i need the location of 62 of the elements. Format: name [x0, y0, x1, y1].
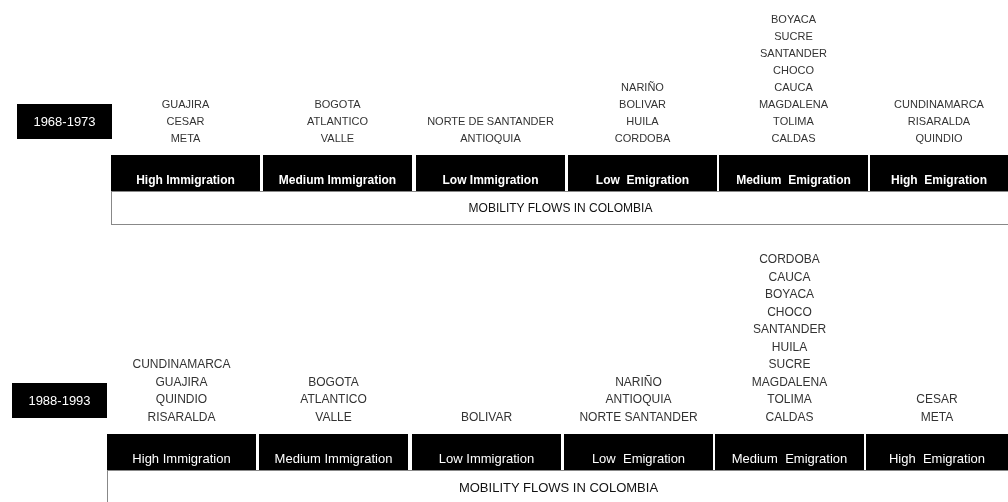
department-name: META	[170, 131, 201, 146]
department-name: NARIÑO	[615, 373, 662, 391]
department-name: SUCRE	[768, 356, 811, 373]
department-name: VALLE	[320, 131, 355, 146]
department-name: BOYACA	[764, 286, 815, 303]
category-bar: High Emigration	[866, 434, 1008, 470]
department-name: CUNDINAMARCA	[132, 356, 231, 373]
category-bar: Low Emigration	[568, 155, 717, 191]
department-name: MAGDALENA	[751, 373, 828, 391]
department-name: SANTANDER	[752, 321, 827, 338]
department-name: TOLIMA	[767, 391, 812, 408]
department-name: CALDAS	[765, 408, 814, 426]
title-band: MOBILITY FLOWS IN COLOMBIA	[107, 470, 1008, 502]
department-name: CORDOBA	[614, 131, 671, 146]
department-name: SANTANDER	[760, 46, 827, 61]
category-bar: Medium Emigration	[715, 434, 864, 470]
year-label-box: 1988-1993	[12, 383, 107, 418]
department-name: CAUCA	[768, 268, 811, 286]
category-bar: Medium Emigration	[719, 155, 868, 191]
department-name: QUINDIO	[155, 391, 208, 408]
category-bar: Low Immigration	[416, 155, 565, 191]
category-bar: Medium Immigration	[259, 434, 408, 470]
department-name: CHOCO	[773, 63, 814, 78]
department-name: CALDAS	[771, 131, 816, 146]
department-name: CESAR	[166, 114, 205, 129]
department-name: RISARALDA	[907, 114, 971, 129]
category-bar: High Emigration	[870, 155, 1008, 191]
department-name: VALLE	[315, 408, 352, 426]
department-name: NORTE SANTANDER	[579, 408, 698, 426]
year-label-box: 1968-1973	[17, 104, 112, 139]
title-band: MOBILITY FLOWS IN COLOMBIA	[111, 191, 1008, 225]
department-name: BOYACA	[771, 12, 816, 27]
department-name: ANTIOQUIA	[605, 391, 672, 408]
department-name: CUNDINAMARCA	[894, 97, 984, 112]
category-bar: Low Emigration	[564, 434, 713, 470]
department-name: RISARALDA	[147, 408, 216, 426]
department-name: CHOCO	[767, 303, 812, 321]
category-bar: Low Immigration	[412, 434, 561, 470]
department-name: ANTIOQUIA	[460, 131, 521, 146]
department-name: META	[920, 408, 954, 426]
department-name: ATLANTICO	[307, 114, 368, 129]
department-name: NORTE DE SANTANDER	[427, 114, 554, 129]
department-name: GUAJIRA	[155, 373, 208, 391]
department-name: HUILA	[626, 114, 659, 129]
department-name: NARIÑO	[621, 80, 664, 95]
department-name: CAUCA	[774, 80, 813, 95]
category-bar: High Immigration	[107, 434, 256, 470]
department-name: TOLIMA	[773, 114, 814, 129]
department-name: BOLIVAR	[619, 97, 666, 112]
department-name: CESAR	[916, 391, 958, 408]
department-name: BOGOTA	[308, 373, 359, 391]
department-name: CORDOBA	[759, 251, 820, 268]
department-name: BOLIVAR	[460, 408, 513, 426]
department-name: QUINDIO	[915, 131, 963, 146]
department-name: SUCRE	[774, 29, 813, 44]
category-bar: Medium Immigration	[263, 155, 412, 191]
category-bar: High Immigration	[111, 155, 260, 191]
department-name: MAGDALENA	[758, 97, 829, 112]
department-name: BOGOTA	[314, 97, 361, 112]
department-name: HUILA	[771, 338, 808, 356]
department-name: ATLANTICO	[300, 391, 367, 408]
department-name: GUAJIRA	[161, 97, 210, 112]
